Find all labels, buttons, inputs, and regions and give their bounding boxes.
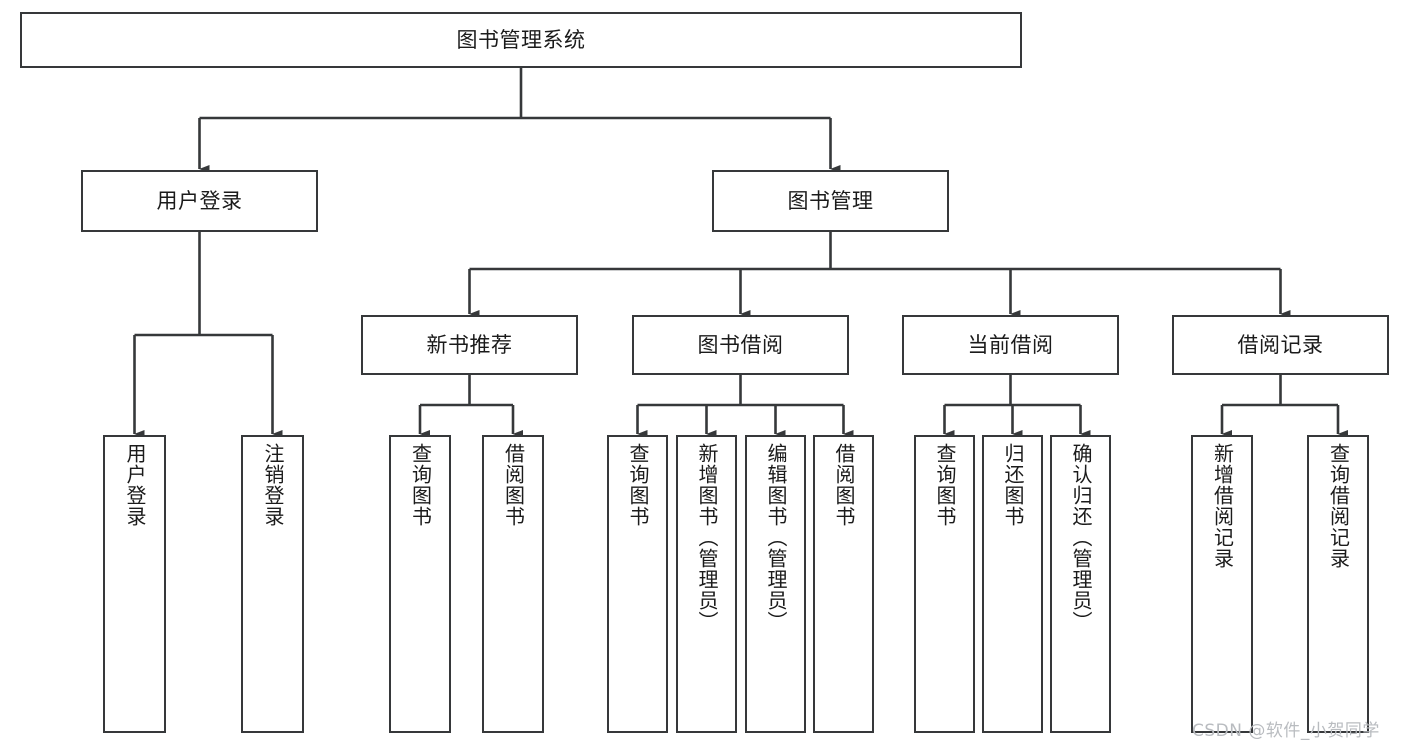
node-label: 注销登录 [261, 443, 285, 527]
node-leaf-edit-book[interactable]: 编辑图书（管理员） [745, 435, 806, 733]
node-leaf-user-logout[interactable]: 注销登录 [241, 435, 304, 733]
node-label: 查询图书 [933, 443, 957, 527]
node-label: 图书管理 [787, 188, 874, 213]
node-borrow-record[interactable]: 借阅记录 [1172, 315, 1389, 375]
node-leaf-add-book[interactable]: 新增图书（管理员） [676, 435, 737, 733]
node-new-book-rec[interactable]: 新书推荐 [361, 315, 578, 375]
node-root[interactable]: 图书管理系统 [20, 12, 1022, 68]
node-leaf-query-book[interactable]: 查询图书 [607, 435, 668, 733]
node-leaf-query-book-rec[interactable]: 查询图书 [389, 435, 451, 733]
node-label: 新增借阅记录 [1210, 443, 1235, 569]
node-leaf-query-book-cur[interactable]: 查询图书 [914, 435, 975, 733]
node-label: 归还图书 [1001, 443, 1025, 527]
node-leaf-confirm-return[interactable]: 确认归还（管理员） [1050, 435, 1111, 733]
node-label: 编辑图书（管理员） [764, 443, 788, 632]
node-label: 图书借阅 [697, 332, 784, 357]
node-label: 查询图书 [626, 443, 650, 527]
node-book-borrow[interactable]: 图书借阅 [632, 315, 849, 375]
node-label: 借阅记录 [1237, 332, 1324, 357]
node-label: 查询图书 [408, 443, 433, 527]
node-leaf-borrow-book-rec[interactable]: 借阅图书 [482, 435, 544, 733]
node-leaf-add-record[interactable]: 新增借阅记录 [1191, 435, 1253, 733]
node-current-borrow[interactable]: 当前借阅 [902, 315, 1119, 375]
node-label: 查询借阅记录 [1326, 443, 1351, 569]
edge-group [133, 68, 1349, 439]
node-leaf-query-record[interactable]: 查询借阅记录 [1307, 435, 1369, 733]
node-label: 图书管理系统 [456, 27, 586, 52]
node-label: 用户登录 [123, 443, 147, 527]
node-leaf-user-login[interactable]: 用户登录 [103, 435, 166, 733]
node-label: 借阅图书 [501, 443, 526, 527]
node-book-manage[interactable]: 图书管理 [712, 170, 949, 232]
node-leaf-borrow-book[interactable]: 借阅图书 [813, 435, 874, 733]
node-label: 新书推荐 [426, 332, 513, 357]
node-label: 用户登录 [156, 188, 243, 213]
node-leaf-return-book[interactable]: 归还图书 [982, 435, 1043, 733]
node-label: 当前借阅 [967, 332, 1054, 357]
node-label: 借阅图书 [832, 443, 856, 527]
node-label: 确认归还（管理员） [1069, 443, 1093, 632]
node-label: 新增图书（管理员） [695, 443, 719, 632]
node-user-login[interactable]: 用户登录 [81, 170, 318, 232]
